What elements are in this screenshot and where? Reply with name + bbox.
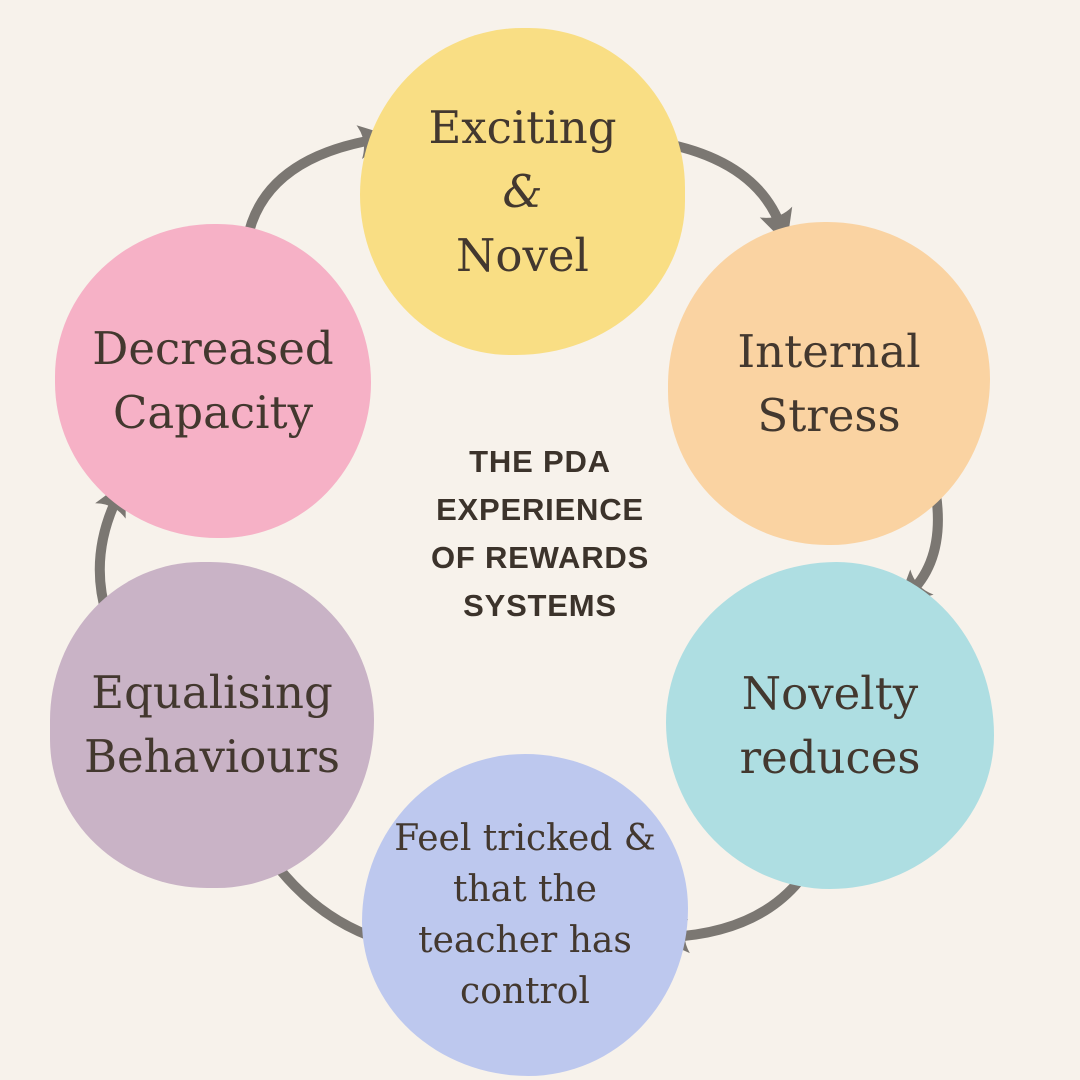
cycle-node-equalising-behaviours: Equalising Behaviours — [50, 562, 374, 888]
cycle-node-feel-tricked: Feel tricked & that the teacher has cont… — [362, 754, 688, 1076]
node-label-line: Capacity — [113, 386, 313, 439]
cycle-node-internal-stress: Internal Stress — [668, 222, 990, 545]
arrow-decreased-to-exciting-icon — [242, 125, 393, 246]
node-label-line: Novelty — [741, 666, 919, 720]
node-label-line: Novel — [456, 228, 589, 282]
node-label-line: control — [460, 971, 590, 1012]
node-label-line: & — [502, 164, 543, 218]
node-label-line: that the — [453, 869, 597, 910]
page-title-line: OF REWARDS — [430, 540, 650, 575]
node-label-line: Equalising — [91, 666, 333, 719]
node-label-line: Internal — [737, 324, 921, 378]
cycle-node-novelty-reduces: Novelty reduces — [666, 562, 994, 889]
node-label-line: reduces — [739, 730, 921, 784]
cycle-node-exciting-novel: Exciting & Novel — [360, 28, 685, 355]
page-title-line: EXPERIENCE — [436, 492, 644, 527]
node-label-line: Behaviours — [83, 730, 340, 783]
node-label-line: teacher has — [418, 920, 632, 961]
node-label-line: Stress — [757, 388, 901, 442]
page-title-line: SYSTEMS — [463, 588, 617, 623]
page-title: THE PDA EXPERIENCE OF REWARDS SYSTEMS — [385, 438, 695, 630]
node-label-line: Exciting — [428, 100, 617, 154]
node-label-line: Decreased — [92, 322, 334, 375]
node-label-line: Feel tricked & — [394, 818, 656, 859]
page-title-line: THE PDA — [469, 444, 611, 479]
cycle-node-decreased-capacity: Decreased Capacity — [55, 224, 371, 538]
